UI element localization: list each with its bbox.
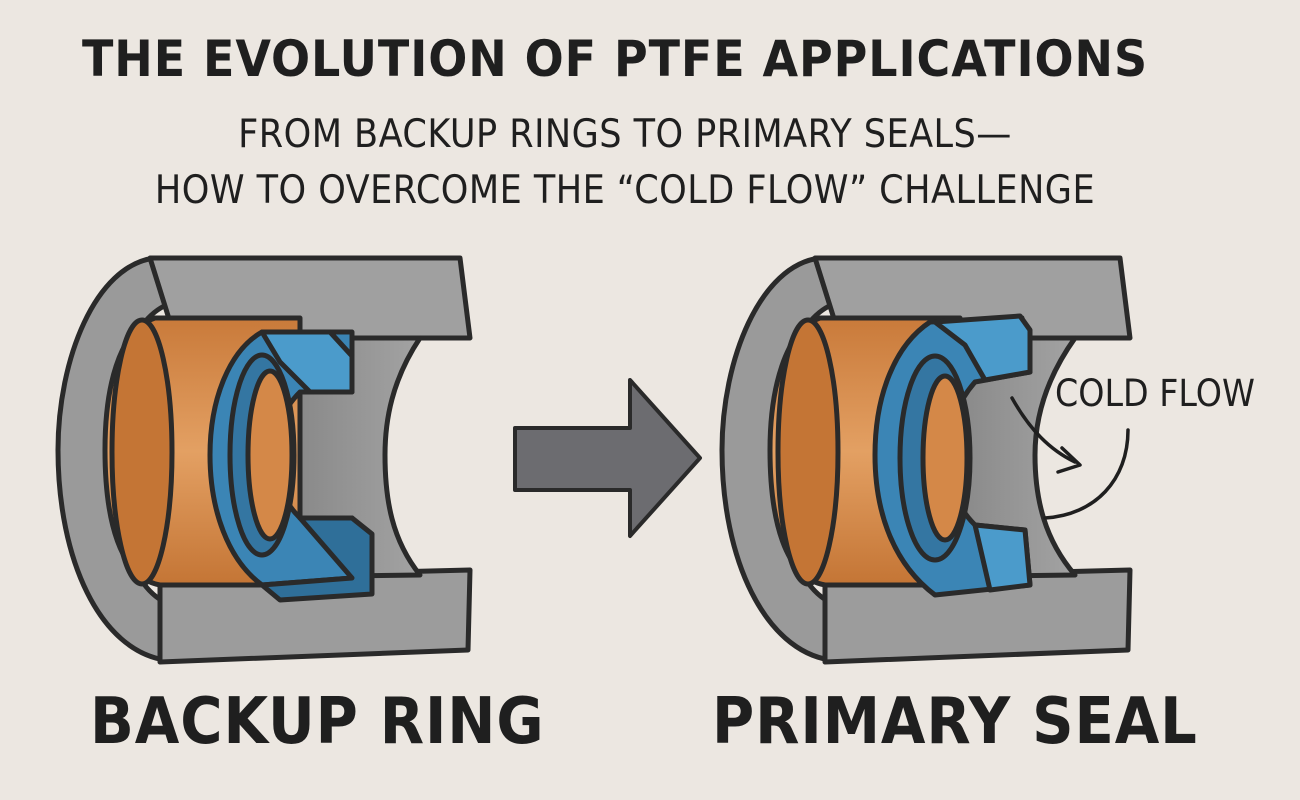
right-seal-top-lip (932, 313, 1033, 383)
cold-flow-arrow-1 (1010, 396, 1077, 464)
page-title: THE EVOLUTION OF PTFE APPLICATIONS (81, 30, 1149, 88)
left-ring-bottom-face (259, 515, 375, 603)
right-seal-bottom-lip (972, 522, 1033, 593)
right-copper-rim (775, 317, 841, 587)
cold-flow-label: COLD FLOW (1055, 372, 1255, 415)
subtitle-line-2: HOW TO OVERCOME THE “COLD FLOW” CHALLENG… (154, 168, 1096, 213)
cold-flow-arrowhead-1 (1056, 446, 1082, 474)
subtitle-line-1: FROM BACKUP RINGS TO PRIMARY SEALS— (238, 112, 1012, 157)
primary-seal-assembly (719, 255, 1133, 665)
cold-flow-arrow-2 (1043, 428, 1130, 520)
left-ring-top-face (259, 329, 355, 395)
primary-seal-label: PRIMARY SEAL (712, 685, 1198, 759)
backup-ring-assembly (55, 255, 473, 665)
transition-arrow (513, 378, 702, 538)
backup-ring-label: BACKUP RING (90, 685, 545, 759)
left-copper-rim (109, 317, 175, 587)
cold-flow-arrows (1010, 396, 1130, 520)
